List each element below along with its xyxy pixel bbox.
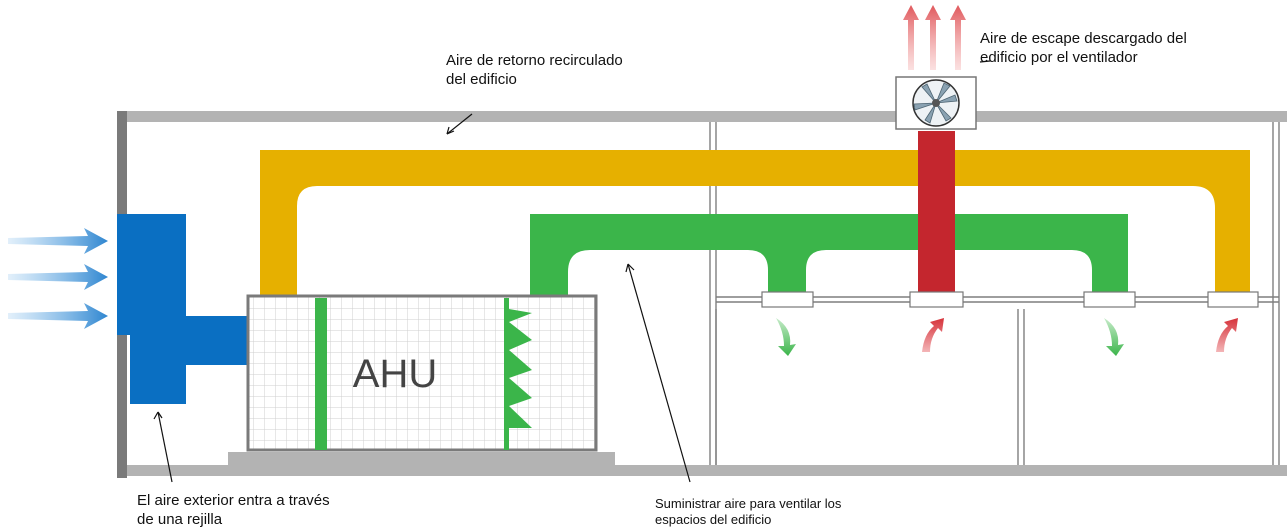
exhaust-arrow-icon — [903, 5, 966, 70]
ceiling-diffusers — [761, 291, 1259, 308]
return-air-label: Aire de retorno recirculado del edificio — [446, 52, 623, 88]
return-grille-arrow-icon — [922, 318, 1238, 352]
outside-air-label: El aire exterior entra a través de una r… — [137, 492, 330, 528]
ahu-label: AHU — [352, 352, 438, 396]
intake-arrow-icon — [8, 228, 108, 329]
ahu-unit — [228, 294, 615, 466]
exhaust-duct — [918, 131, 955, 293]
supply-diffuser-arrow-icon — [776, 318, 1124, 356]
exhaust-air-label: Aire de escape descargado del edificio p… — [980, 30, 1187, 66]
callout-pointers — [153, 60, 991, 483]
fan-icon — [895, 76, 977, 130]
supply-air-label: Suministrar aire para ventilar los espac… — [655, 496, 842, 527]
supply-air-duct — [530, 214, 1128, 296]
return-air-duct — [260, 150, 1250, 296]
outside-air-plenum — [117, 214, 248, 404]
